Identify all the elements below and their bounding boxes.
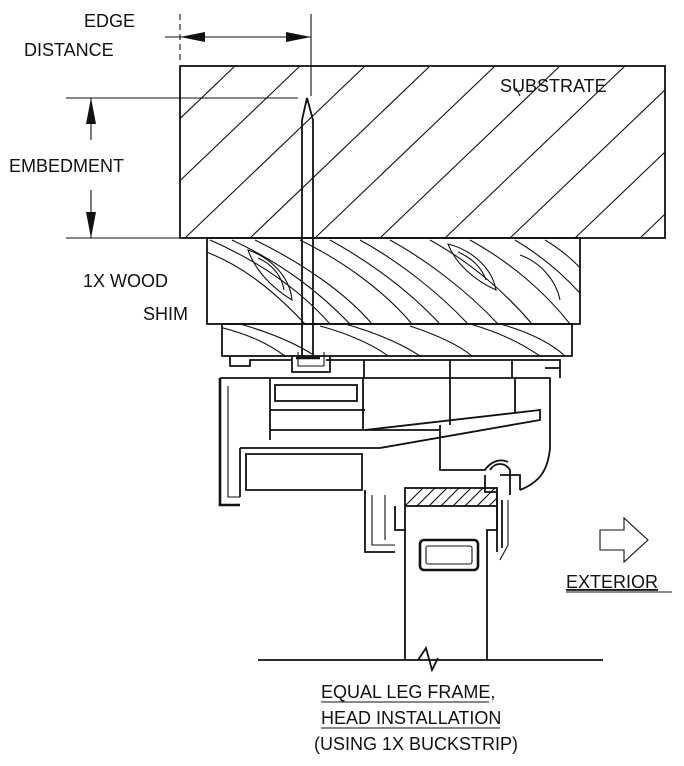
caption-line3: (USING 1X BUCKSTRIP) xyxy=(314,734,518,754)
head-cap xyxy=(404,487,498,507)
frame-profile xyxy=(218,352,561,561)
shim-label: SHIM xyxy=(143,304,188,324)
arrow-right-outline-icon xyxy=(599,516,649,564)
embedment-dimension xyxy=(66,97,298,239)
fastener-screw xyxy=(296,97,320,360)
caption-line2: HEAD INSTALLATION xyxy=(321,708,501,728)
shim-grain xyxy=(222,324,566,356)
edge-distance-label-line1: EDGE xyxy=(84,11,135,31)
edge-distance-label-line2: DISTANCE xyxy=(24,40,114,60)
shim xyxy=(221,323,573,357)
wood-grain xyxy=(207,239,580,324)
caption-line1: EQUAL LEG FRAME, xyxy=(321,682,495,702)
edge-distance-dimension xyxy=(165,14,312,96)
embedment-label: EMBEDMENT xyxy=(9,156,124,176)
substrate-label: SUBSTRATE xyxy=(500,76,607,96)
wood-label: 1X WOOD xyxy=(83,271,168,291)
wood-buckstrip xyxy=(206,237,581,325)
jamb-member xyxy=(258,506,603,673)
substrate-leader xyxy=(515,87,521,97)
substrate-hatch xyxy=(180,66,665,238)
exterior-label: EXTERIOR xyxy=(566,572,658,592)
